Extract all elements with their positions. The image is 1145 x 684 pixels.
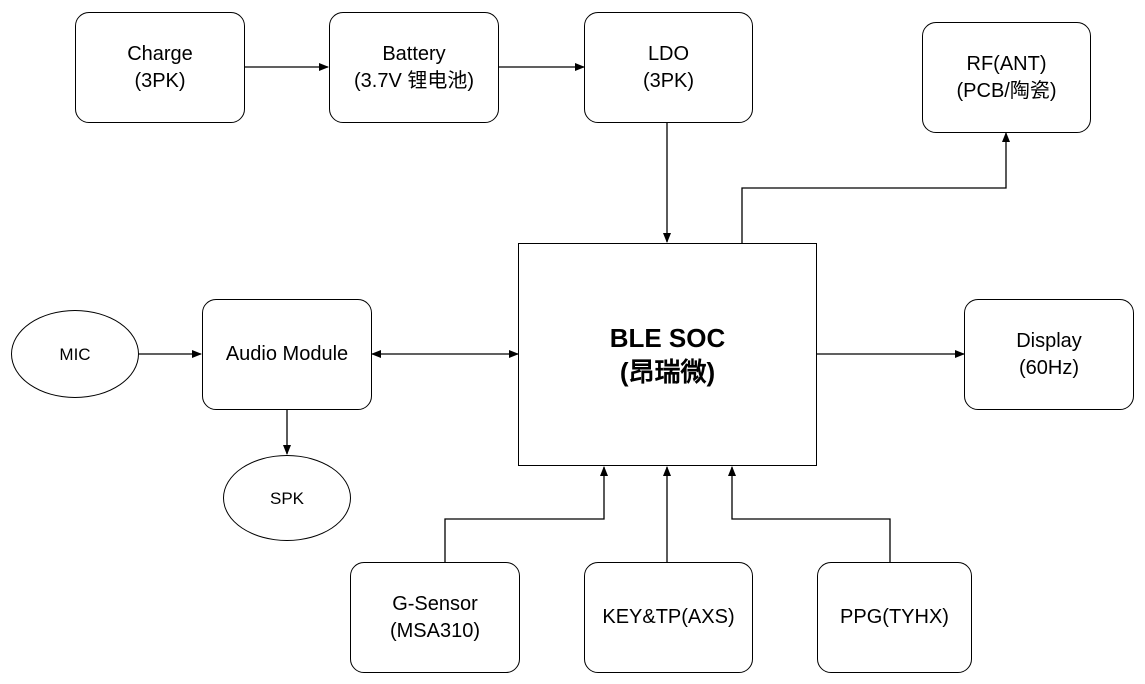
soc-title: BLE SOC bbox=[609, 322, 726, 353]
rf-antenna-block: RF(ANT) (PCB/陶瓷) bbox=[922, 22, 1091, 133]
battery-subtitle: (3.7V 锂电池) bbox=[353, 69, 475, 92]
battery-title: Battery bbox=[382, 42, 446, 65]
ppg-label: PPG(TYHX) bbox=[840, 606, 949, 628]
audio-module-block: Audio Module bbox=[202, 299, 372, 410]
display-subtitle: (60Hz) bbox=[1018, 356, 1079, 379]
display-title: Display bbox=[1016, 329, 1082, 352]
spk-label: SPK bbox=[269, 488, 305, 508]
rf-subtitle: (PCB/陶瓷) bbox=[956, 79, 1057, 102]
charge-title: Charge bbox=[127, 42, 193, 65]
charge-subtitle: (3PK) bbox=[134, 69, 186, 92]
g-sensor-block: G-Sensor (MSA310) bbox=[350, 562, 520, 673]
spk-node: SPK bbox=[223, 455, 351, 541]
ldo-subtitle: (3PK) bbox=[642, 69, 695, 92]
soc-subtitle: (昂瑞微) bbox=[619, 356, 716, 387]
battery-block: Battery (3.7V 锂电池) bbox=[329, 12, 499, 123]
key-tp-label: KEY&TP(AXS) bbox=[602, 606, 735, 628]
ppg-block: PPG(TYHX) bbox=[817, 562, 972, 673]
edge-gsensor-to-soc bbox=[444, 466, 608, 562]
charge-block: Charge (3PK) bbox=[75, 12, 245, 123]
ldo-block: LDO (3PK) bbox=[584, 12, 753, 123]
display-block: Display (60Hz) bbox=[964, 299, 1134, 410]
audio-module-label: Audio Module bbox=[225, 343, 349, 365]
ldo-title: LDO bbox=[647, 42, 690, 65]
edge-soc-to-rf bbox=[741, 132, 1010, 243]
key-tp-block: KEY&TP(AXS) bbox=[584, 562, 753, 673]
mic-node: MIC bbox=[11, 310, 139, 398]
mic-label: MIC bbox=[59, 344, 91, 364]
rf-title: RF(ANT) bbox=[966, 52, 1047, 75]
g-sensor-subtitle: (MSA310) bbox=[389, 619, 481, 642]
g-sensor-title: G-Sensor bbox=[392, 592, 478, 615]
ble-soc-block: BLE SOC (昂瑞微) bbox=[518, 243, 817, 466]
edge-ppg-to-soc bbox=[728, 466, 891, 562]
